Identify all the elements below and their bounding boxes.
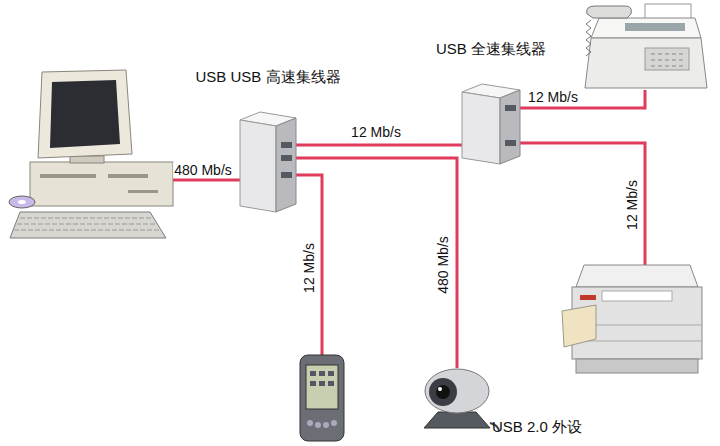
speed-label: 12 Mb/s [350,124,402,140]
usb-hub-illustration-part [281,142,292,148]
speed-label: 12 Mb/s [527,89,579,105]
printer-illustration-part [576,265,698,287]
usb-hub-illustration [240,112,296,212]
usb-hub-illustration-part [240,120,276,212]
computer-illustration-part [70,156,104,163]
fax-phone-illustration-part [585,38,707,88]
pda-illustration-part [319,381,325,386]
pda-illustration-part [310,381,316,386]
device-picture [462,84,520,164]
webcam-illustration-part [429,378,457,406]
webcam-illustration-part [425,369,489,413]
usb-hub-illustration-part [281,172,292,178]
usb-hub-illustration-part [462,92,500,164]
pda-illustration-part [315,422,321,428]
speed-label: 12 Mb/s [301,242,317,294]
pda-illustration-part [328,381,334,386]
printer-illustration-part [562,305,596,347]
computer-illustration-part [50,80,120,148]
usb-hub-illustration-part [281,155,292,161]
computer-illustration-part [18,200,26,204]
printer-node [562,265,714,377]
device-label: USB USB 高速集线器 [195,68,340,86]
computer-illustration-part [40,174,96,178]
computer-illustration [9,70,173,238]
pda-illustration-part [331,420,337,426]
usb-hub-illustration-part [276,118,296,212]
device-picture [410,368,500,434]
usb-hub-illustration [462,84,520,164]
device-label: USB 2.0 外设 [492,418,582,436]
speed-label: 480 Mb/s [173,162,233,178]
pda-illustration-part [310,371,316,376]
printer-illustration-part [580,295,596,300]
pda-illustration [300,355,344,441]
speed-label: 480 Mb/s [435,235,451,295]
pda-node [290,355,354,441]
device-picture [562,265,714,377]
device-picture [585,4,707,90]
usb-cable [296,158,457,368]
fax-phone-illustration-part [587,6,632,18]
hub-node: USB USB 高速集线器 [240,112,296,212]
pda-illustration-part [307,420,313,426]
fax-phone-illustration-part [591,18,701,38]
webcam-node: USB 2.0 外设 [410,368,500,434]
fax-phone-illustration [585,4,707,88]
webcam-illustration-part [438,387,442,391]
usb-hub-illustration-part [505,140,516,146]
webcam-illustration [424,369,499,431]
device-picture [240,112,296,212]
usb-hub-illustration-part [505,105,516,111]
printer-illustration-part [576,359,698,373]
fax-phone-illustration-part [651,54,683,66]
printer-illustration [562,265,702,373]
webcam-illustration-part [436,385,450,399]
printer-illustration-part [602,291,672,301]
computer-illustration-part [10,212,166,238]
fax-node [585,4,707,90]
usb-cable [296,144,462,147]
fax-phone-illustration-part [645,48,689,70]
webcam-illustration-part [424,412,490,428]
pda-illustration-part [300,355,344,441]
hub-node: USB 全速集线器 [462,84,520,164]
pda-illustration-part [306,365,338,409]
device-picture [290,355,354,441]
pda-illustration-part [323,422,329,428]
computer-illustration-part [108,174,148,178]
usb-cable [520,143,645,265]
usb-hub-illustration-part [500,90,520,164]
device-label: USB 全速集线器 [436,40,546,58]
fax-phone-illustration-part [625,23,685,31]
computer-illustration-part [30,162,173,206]
device-picture [8,70,173,242]
fax-phone-illustration-part [586,20,591,56]
pda-illustration-part [328,371,334,376]
usb-cable [296,175,322,355]
usb-cable [520,90,645,108]
computer-illustration-part [38,70,132,158]
computer-illustration-part [14,218,160,230]
pda-illustration-part [319,371,325,376]
speed-label: 12 Mb/s [624,179,640,231]
computer-node [8,70,173,242]
computer-illustration-part [9,196,35,208]
computer-illustration-part [128,190,158,193]
usb-cable [173,179,240,182]
